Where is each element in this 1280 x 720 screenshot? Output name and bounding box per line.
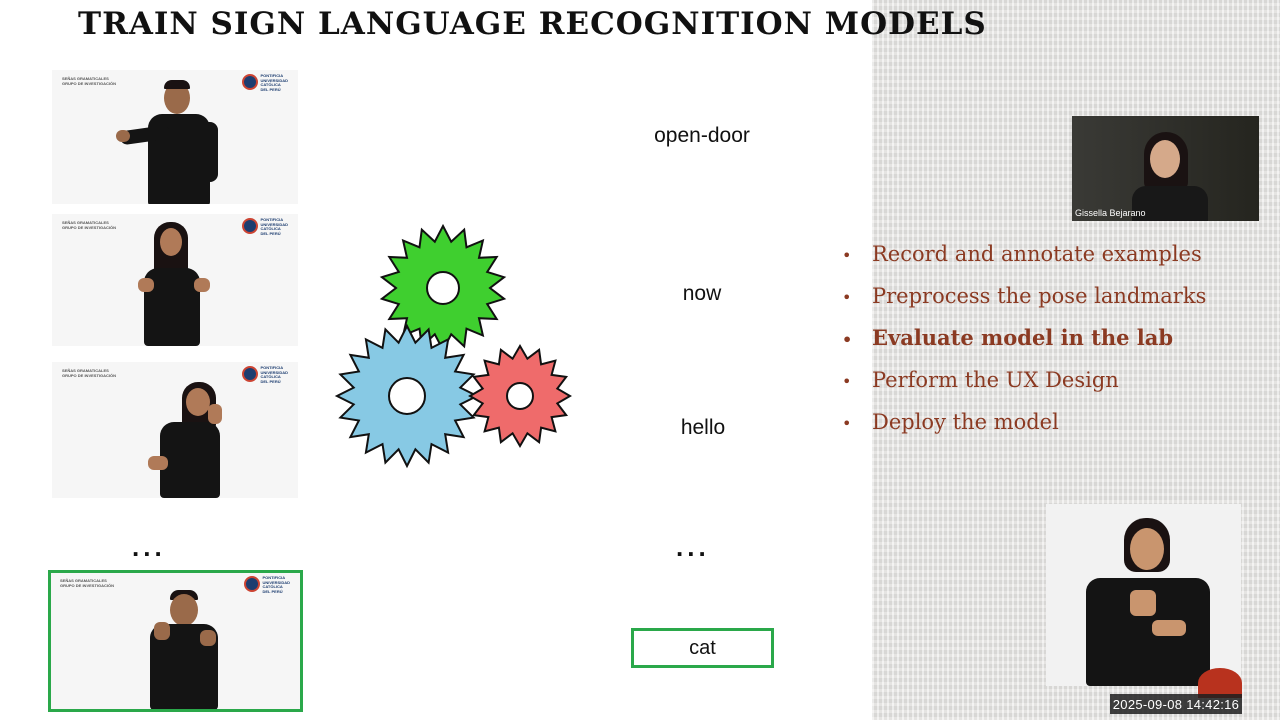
thumb-logo-text: SEÑAS GRAMATICALES GRUPO DE INVESTIGACIÓ… bbox=[62, 220, 117, 230]
pipeline-steps-list: •Record and annotate examples •Preproces… bbox=[842, 236, 1206, 446]
pipeline-step: •Record and annotate examples bbox=[842, 236, 1206, 278]
signer-figure bbox=[122, 222, 232, 346]
pipeline-step: •Perform the UX Design bbox=[842, 362, 1206, 404]
signer-figure bbox=[134, 590, 244, 710]
signer-figure bbox=[112, 80, 242, 204]
signer-figure bbox=[142, 382, 252, 498]
bullet-icon: • bbox=[842, 246, 852, 265]
thumb-logo-text: SEÑAS GRAMATICALES GRUPO DE INVESTIGACIÓ… bbox=[62, 76, 117, 86]
sign-video-thumbnail-now: SEÑAS GRAMATICALES GRUPO DE INVESTIGACIÓ… bbox=[52, 214, 298, 346]
sign-video-thumbnail-cat: SEÑAS GRAMATICALES GRUPO DE INVESTIGACIÓ… bbox=[50, 572, 300, 710]
sign-video-thumbnail-open-door: SEÑAS GRAMATICALES GRUPO DE INVESTIGACIÓ… bbox=[52, 70, 298, 204]
thumb-logo-university: PONTIFICIA UNIVERSIDAD CATÓLICA DEL PERÚ bbox=[260, 217, 288, 236]
label-ellipsis: ... bbox=[676, 532, 710, 562]
thumb-logo-university: PONTIFICIA UNIVERSIDAD CATÓLICA DEL PERÚ bbox=[260, 365, 288, 384]
university-seal-icon bbox=[242, 74, 258, 90]
blue-gear-hole bbox=[388, 377, 426, 415]
university-seal-icon bbox=[242, 218, 258, 234]
thumbnail-ellipsis: ... bbox=[132, 532, 166, 562]
bullet-icon: • bbox=[842, 330, 853, 349]
slide-title: TRAIN SIGN LANGUAGE RECOGNITION MODELS bbox=[78, 6, 987, 42]
label-open-door: open-door bbox=[654, 124, 750, 147]
sign-video-thumbnail-hello: SEÑAS GRAMATICALES GRUPO DE INVESTIGACIÓ… bbox=[52, 362, 298, 498]
slide-corner-badge bbox=[1198, 668, 1242, 698]
red-gear-hole bbox=[506, 382, 534, 410]
bullet-icon: • bbox=[842, 288, 852, 307]
training-gears-graphic bbox=[334, 223, 572, 469]
pipeline-step: •Preprocess the pose landmarks bbox=[842, 278, 1206, 320]
selected-thumbnail-frame bbox=[48, 570, 303, 712]
university-seal-icon bbox=[244, 576, 260, 592]
interpreter-figure bbox=[1086, 518, 1226, 686]
thumb-logo-text: SEÑAS GRAMATICALES GRUPO DE INVESTIGACIÓ… bbox=[62, 368, 117, 378]
interpreter-video-tile[interactable] bbox=[1046, 504, 1241, 686]
green-gear-hole bbox=[426, 271, 460, 305]
bullet-icon: • bbox=[842, 414, 852, 433]
presenter-name: Gissella Bejarano bbox=[1075, 208, 1146, 218]
recording-timestamp: 2025-09-08 14:42:16 bbox=[1110, 694, 1242, 714]
university-seal-icon bbox=[242, 366, 258, 382]
presenter-figure bbox=[1132, 132, 1212, 221]
pipeline-step: •Deploy the model bbox=[842, 404, 1206, 446]
label-cat-highlighted: cat bbox=[631, 628, 774, 668]
thumb-logo-text: SEÑAS GRAMATICALES GRUPO DE INVESTIGACIÓ… bbox=[60, 578, 115, 588]
label-hello: hello bbox=[680, 416, 726, 439]
thumb-logo-university: PONTIFICIA UNIVERSIDAD CATÓLICA DEL PERÚ bbox=[260, 73, 288, 92]
thumb-logo-university: PONTIFICIA UNIVERSIDAD CATÓLICA DEL PERÚ bbox=[262, 575, 290, 594]
pipeline-step-active: •Evaluate model in the lab bbox=[842, 320, 1206, 362]
bullet-icon: • bbox=[842, 372, 852, 391]
presenter-video-tile[interactable]: Gissella Bejarano bbox=[1072, 116, 1259, 221]
label-now: now bbox=[682, 282, 722, 305]
